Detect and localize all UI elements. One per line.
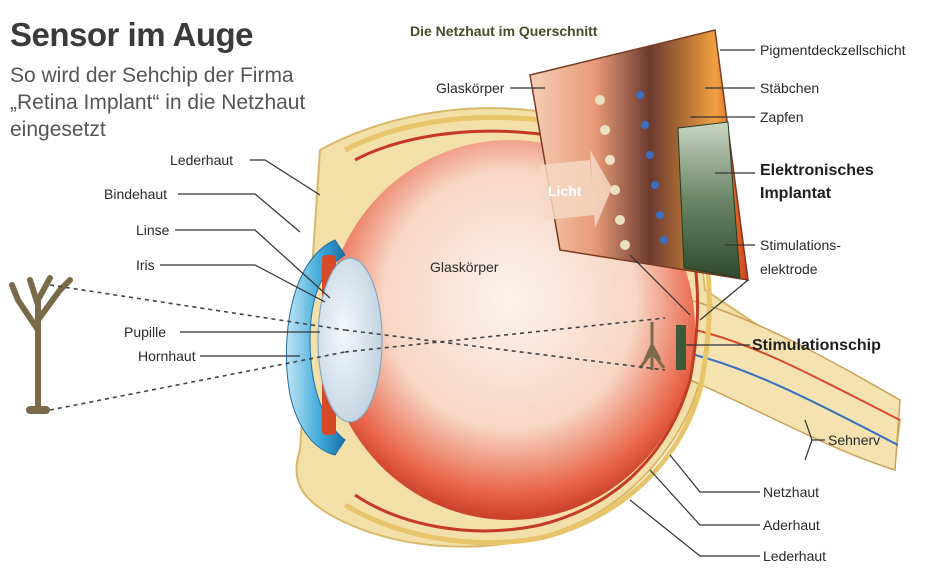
page-subtitle: So wird der Sehchip der Firma „Retina Im… (10, 62, 410, 143)
label-staebchen: Stäbchen (760, 80, 819, 96)
light-label: Licht (548, 183, 582, 199)
leader-lederhaut-bottom (629, 499, 760, 557)
leader-inset-to-eye (629, 254, 749, 321)
label-linse: Linse (136, 222, 170, 238)
leader-linse (175, 229, 331, 299)
label-elektrode-1: Stimulations- (760, 237, 841, 253)
label-lederhaut-top: Lederhaut (170, 152, 233, 168)
leader-bindehaut (178, 193, 301, 233)
label-aderhaut: Aderhaut (763, 517, 820, 533)
tree-object (9, 275, 73, 414)
label-bindehaut: Bindehaut (104, 186, 167, 202)
label-implantat-1: Elektronisches (760, 162, 874, 179)
label-implantat-2: Implantat (760, 185, 832, 202)
page-title: Sensor im Auge (10, 16, 254, 53)
label-zapfen: Zapfen (760, 109, 804, 125)
label-elektrode-2: elektrode (760, 261, 818, 277)
label-sehnerv: Sehnerv (828, 432, 880, 448)
inset-cross-section (529, 29, 749, 281)
choroid-layer (343, 114, 712, 546)
label-netzhaut: Netzhaut (763, 484, 819, 500)
ray-top-out (344, 329, 666, 371)
label-lederhaut-bottom: Lederhaut (763, 548, 826, 564)
subtitle-line-1: So wird der Sehchip der Firma (10, 64, 294, 87)
label-stimulationschip: Stimulationschip (752, 337, 881, 354)
leader-iris (160, 264, 326, 303)
stimulation-chip (676, 325, 686, 370)
light-arrow (540, 160, 595, 220)
retina-image (638, 322, 666, 370)
leader-sehnerv (804, 419, 825, 461)
inset-title: Die Netzhaut im Querschnitt (410, 23, 598, 39)
nerve-vessel-blue (694, 354, 899, 446)
lens (317, 257, 383, 423)
ray-top-in (49, 284, 346, 331)
leader-aderhaut (649, 469, 760, 526)
label-glaskoerper: Glaskörper (430, 259, 499, 275)
label-hornhaut: Hornhaut (138, 348, 196, 364)
subtitle-line-2: „Retina Implant“ in die Netzhaut (10, 91, 306, 114)
label-pigment: Pigmentdeckzellschicht (760, 42, 906, 58)
ray-bottom-in (49, 351, 346, 411)
label-pupille: Pupille (124, 324, 166, 340)
nerve-vessel (694, 329, 901, 421)
optic-nerve (689, 299, 901, 471)
label-inset-glaskoerper: Glaskörper (436, 80, 505, 96)
ray-bottom-out (344, 317, 666, 353)
leader-lederhaut-top (250, 159, 321, 196)
leader-netzhaut (669, 454, 760, 493)
label-iris: Iris (136, 257, 155, 273)
subtitle-line-3: eingesetzt (10, 118, 106, 141)
